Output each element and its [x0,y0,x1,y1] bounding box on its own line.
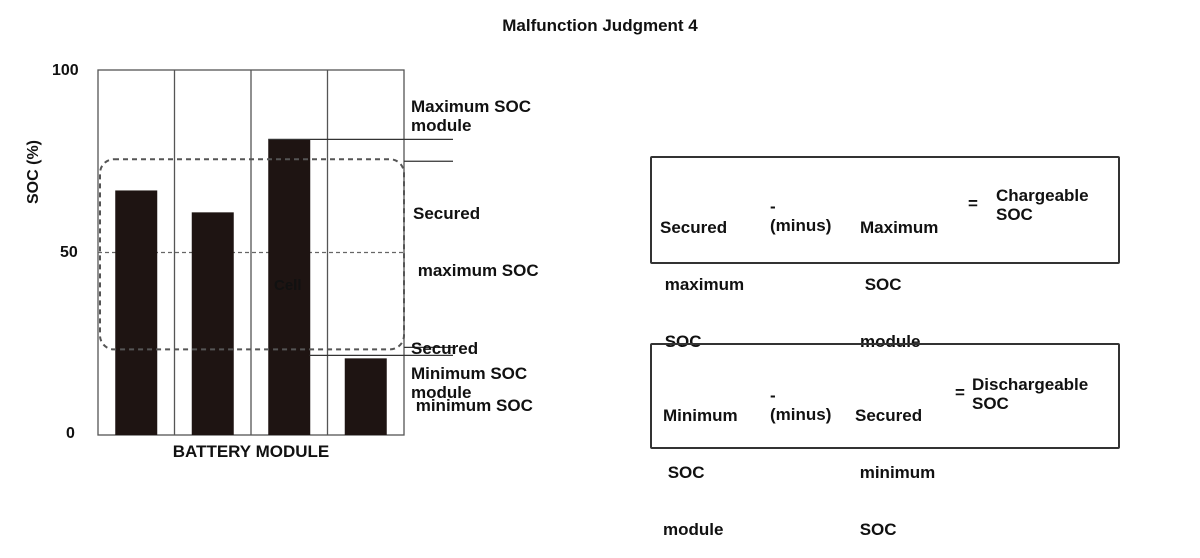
eq2-term1: Minimum SOC module [663,406,738,539]
cell-label: Cell [274,277,302,294]
eq1-term1: Secured maximum SOC [660,218,745,351]
eq2-operator: - (minus) [770,386,832,424]
bar-module-4 [344,358,387,435]
chart-title: Malfunction Judgment 4 [502,16,698,35]
eq1-term2: Maximum SOC module [860,218,939,351]
eq1-operator: - (minus) [770,197,832,235]
eq1-equals: = [968,194,978,213]
bar-group [115,139,387,435]
x-axis-label: BATTERY MODULE [172,442,330,461]
bar-module-3 [268,139,311,435]
reference-lines [99,138,453,356]
label-secured-maximum-soc: Secured maximum SOC [413,204,539,280]
eq2-result: Dischargeable SOC [972,375,1089,413]
y-tick-100: 100 [52,62,79,79]
soc-chart [97,69,453,436]
dischargeable-soc-equation-box [650,343,1120,449]
bar-module-1 [115,190,158,435]
chargeable-soc-equation-box [650,156,1120,264]
label-minimum-soc-module: Minimum SOC module [411,364,528,402]
secured-soc-range [99,158,405,351]
eq2-term2: Secured minimum SOC [855,406,936,539]
y-tick-50: 50 [60,244,78,261]
bar-module-2 [191,212,234,435]
eq2-equals: = [955,383,965,402]
label-maximum-soc-module: Maximum SOC module [411,97,531,135]
label-secured-minimum-soc: Secured minimum SOC [411,339,533,415]
eq1-result: Chargeable SOC [996,186,1089,224]
y-tick-0: 0 [66,425,75,442]
